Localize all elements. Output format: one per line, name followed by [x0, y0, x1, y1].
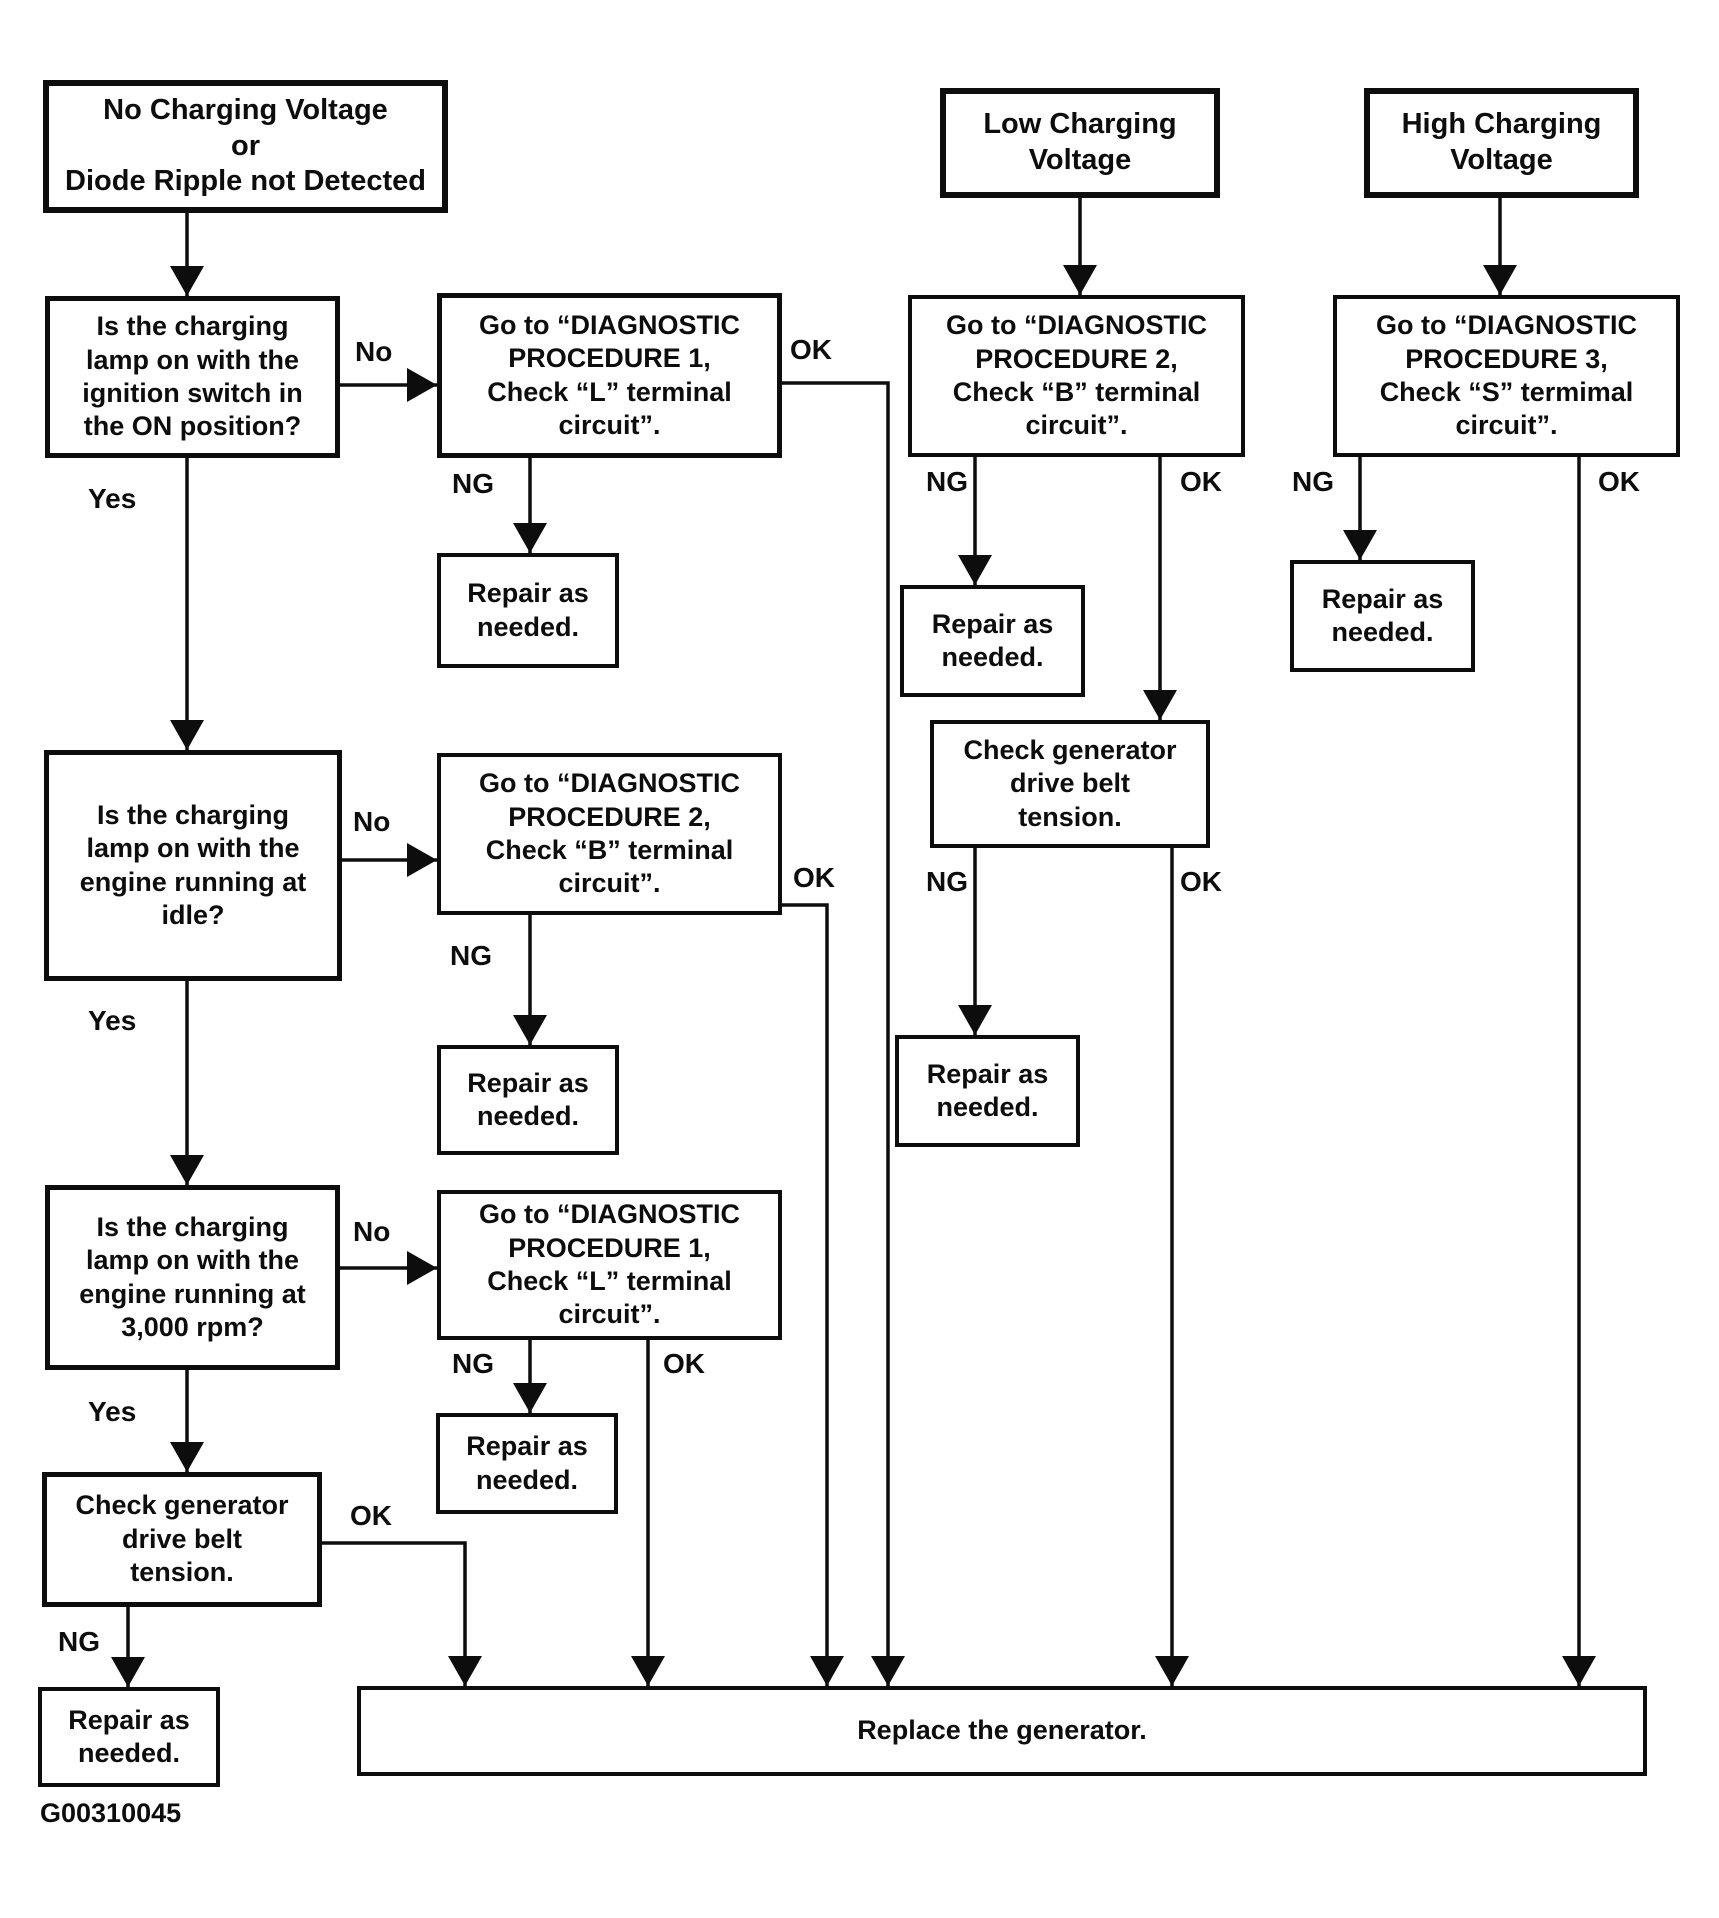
arrow-headerlow-to-proc2-arrowhead: [1063, 265, 1097, 295]
arrow-header1-to-q1-arrowhead: [170, 266, 204, 296]
goto-procedure2-row2: Go to “DIAGNOSTIC PROCEDURE 2, Check “B”…: [437, 753, 782, 915]
label-ng-proc2-low: NG: [926, 466, 968, 497]
header-no-charging: No Charging Voltage or Diode Ripple not …: [43, 80, 448, 213]
repair-row3: Repair as needed.: [436, 1413, 618, 1514]
label-ok-belt-left: OK: [350, 1500, 392, 1531]
header-high-charging: High Charging Voltage: [1364, 88, 1639, 198]
replace-generator-bar: Replace the generator.: [357, 1686, 1647, 1776]
header-low-charging: Low Charging Voltage: [940, 88, 1220, 198]
arrow-ng-proc2-low-arrowhead: [958, 555, 992, 585]
arrow-ng-belt-low-arrowhead: [958, 1005, 992, 1035]
label-ok-proc2-low: OK: [1180, 466, 1222, 497]
arrow-headerhigh-to-proc3-arrowhead: [1483, 265, 1517, 295]
line-ok-proc2-row2-arrowhead: [810, 1656, 844, 1686]
line-ok-proc2-row2: [782, 903, 829, 1686]
line-ok-belt-left-arrowhead: [448, 1656, 482, 1686]
goto-procedure3-high: Go to “DIAGNOSTIC PROCEDURE 3, Check “S”…: [1333, 295, 1680, 457]
arrow-no-row2-arrowhead: [407, 843, 437, 877]
arrow-no-row1-arrowhead: [407, 368, 437, 402]
repair-high: Repair as needed.: [1290, 560, 1475, 672]
check-belt-left: Check generator drive belt tension.: [42, 1472, 322, 1607]
arrow-ng-proc1-row1-arrowhead: [513, 523, 547, 553]
question-lamp-idle: Is the charging lamp on with the engine …: [44, 750, 342, 981]
repair-low-2: Repair as needed.: [895, 1035, 1080, 1147]
line-ok-proc2-low-arrowhead: [1143, 690, 1177, 720]
arrow-no-row3-arrowhead: [407, 1251, 437, 1285]
goto-procedure1-row1: Go to “DIAGNOSTIC PROCEDURE 1, Check “L”…: [437, 293, 782, 458]
label-ng-proc1-row1: NG: [452, 468, 494, 499]
label-no-row1: No: [355, 336, 393, 367]
label-no-row2: No: [353, 806, 391, 837]
label-ok-proc2-row2: OK: [793, 862, 835, 893]
question-lamp-ignition: Is the charging lamp on with the ignitio…: [45, 296, 340, 458]
label-ng-belt-left: NG: [58, 1626, 100, 1657]
line-ok-belt-low-arrowhead: [1155, 1656, 1189, 1686]
label-yes-row3: Yes: [88, 1396, 137, 1427]
label-ok-proc3-high: OK: [1598, 466, 1640, 497]
label-ok-proc1-row1: OK: [790, 334, 832, 365]
repair-low-1: Repair as needed.: [900, 585, 1085, 697]
label-ng-belt-low: NG: [926, 866, 968, 897]
repair-belt-left: Repair as needed.: [38, 1687, 220, 1787]
check-belt-low: Check generator drive belt tension.: [930, 720, 1210, 848]
label-ok-proc1-row3: OK: [663, 1348, 705, 1379]
label-no-row3: No: [353, 1216, 391, 1247]
figure-code: G00310045: [40, 1798, 182, 1828]
label-ng-proc2-row2: NG: [450, 940, 492, 971]
label-ng-proc1-row3: NG: [452, 1348, 494, 1379]
line-ok-proc3-high-arrowhead: [1562, 1656, 1596, 1686]
label-yes-row1: Yes: [88, 483, 137, 514]
goto-procedure1-row3: Go to “DIAGNOSTIC PROCEDURE 1, Check “L”…: [437, 1190, 782, 1340]
arrow-ng-belt-left-arrowhead: [111, 1657, 145, 1687]
arrow-ng-proc3-high-arrowhead: [1343, 530, 1377, 560]
repair-row1: Repair as needed.: [437, 553, 619, 668]
line-ok-proc1-row1-arrowhead: [871, 1656, 905, 1686]
goto-procedure2-low: Go to “DIAGNOSTIC PROCEDURE 2, Check “B”…: [908, 295, 1245, 457]
line-ok-proc1-row1: [782, 381, 890, 1686]
label-yes-row2: Yes: [88, 1005, 137, 1036]
arrow-yes-row1-arrowhead: [170, 720, 204, 750]
arrow-ng-proc2-row2-arrowhead: [513, 1015, 547, 1045]
arrow-yes-row2-arrowhead: [170, 1155, 204, 1185]
question-lamp-3000rpm: Is the charging lamp on with the engine …: [45, 1185, 340, 1370]
repair-row2: Repair as needed.: [437, 1045, 619, 1155]
label-ng-proc3-high: NG: [1292, 466, 1334, 497]
line-ok-proc1-row3-arrowhead: [631, 1656, 665, 1686]
arrow-yes-row3-arrowhead: [170, 1442, 204, 1472]
arrow-ng-proc1-row3-arrowhead: [513, 1383, 547, 1413]
line-ok-belt-left: [322, 1541, 467, 1686]
label-ok-belt-low: OK: [1180, 866, 1222, 897]
